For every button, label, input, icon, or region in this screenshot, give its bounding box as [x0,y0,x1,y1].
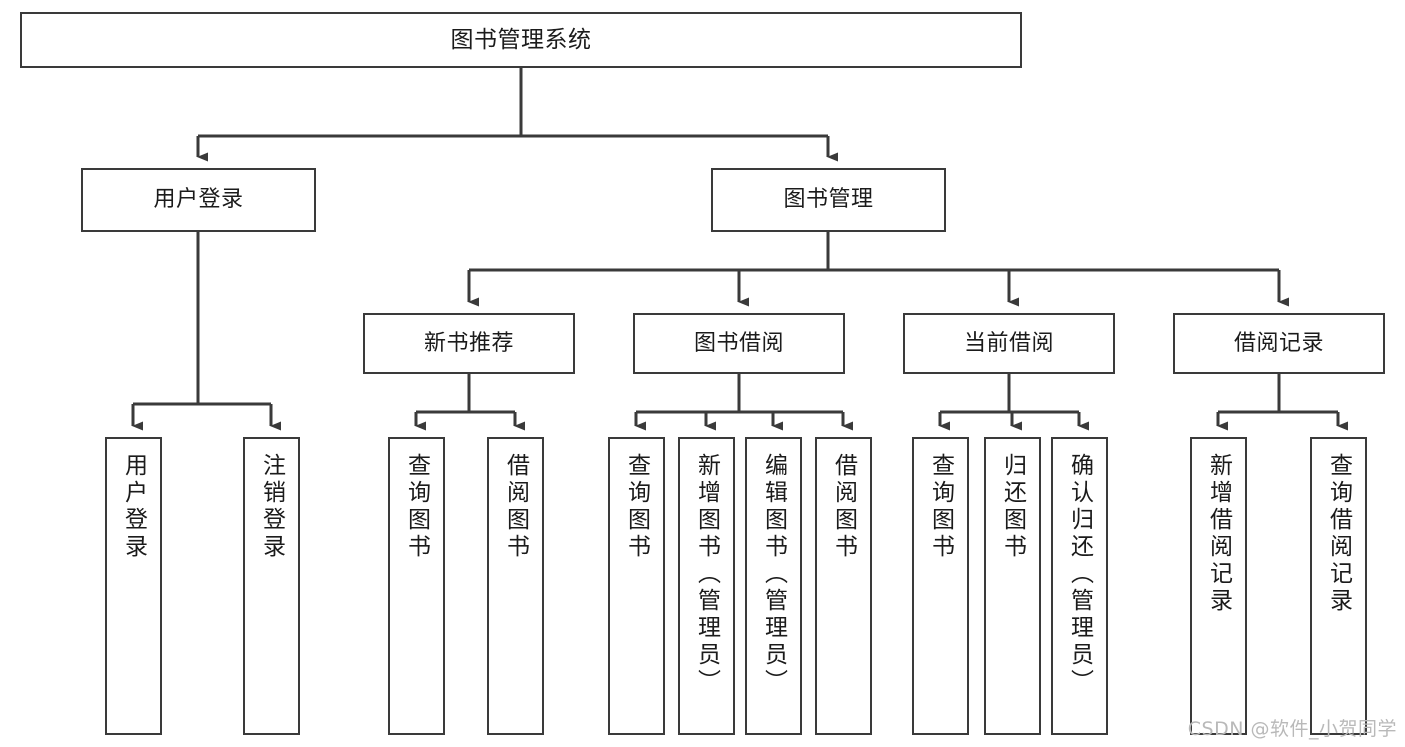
node-leaf-add-book[interactable]: 新增图书（管理员） [678,437,735,735]
node-label: 确认归还（管理员） [1066,453,1093,696]
node-borrow-record[interactable]: 借阅记录 [1173,313,1385,374]
node-leaf-borrow-book-bb[interactable]: 借阅图书 [815,437,872,735]
node-leaf-edit-book[interactable]: 编辑图书（管理员） [745,437,802,735]
node-leaf-query-book-rec[interactable]: 查询图书 [388,437,445,735]
node-label: 新书推荐 [423,330,514,356]
node-leaf-user-logout[interactable]: 注销登录 [243,437,300,735]
node-label: 借阅记录 [1233,330,1324,356]
node-label: 图书管理系统 [450,27,592,53]
node-current-borrow[interactable]: 当前借阅 [903,313,1115,374]
node-book-manage[interactable]: 图书管理 [711,168,946,232]
node-label: 当前借阅 [963,330,1054,356]
node-root[interactable]: 图书管理系统 [20,12,1022,68]
node-label: 注销登录 [258,453,285,561]
node-leaf-borrow-book-rec[interactable]: 借阅图书 [487,437,544,735]
node-label: 编辑图书（管理员） [760,453,787,696]
node-leaf-confirm-return[interactable]: 确认归还（管理员） [1051,437,1108,735]
node-leaf-user-login[interactable]: 用户登录 [105,437,162,735]
node-label: 新增借阅记录 [1205,453,1232,615]
node-label: 新增图书（管理员） [693,453,720,696]
node-leaf-query-book-cb[interactable]: 查询图书 [912,437,969,735]
node-label: 图书借阅 [693,330,784,356]
node-label: 查询图书 [403,453,430,561]
node-label: 用户登录 [153,187,244,212]
node-label: 查询图书 [623,453,650,561]
node-leaf-query-record[interactable]: 查询借阅记录 [1310,437,1367,735]
csdn-watermark: CSDN @软件_小贺同学 [1187,718,1397,740]
node-label: 图书管理 [783,187,874,212]
node-label: 借阅图书 [830,453,857,561]
node-new-book-rec[interactable]: 新书推荐 [363,313,575,374]
node-user-login[interactable]: 用户登录 [81,168,316,232]
node-leaf-query-book-bb[interactable]: 查询图书 [608,437,665,735]
node-book-borrow[interactable]: 图书借阅 [633,313,845,374]
node-label: 归还图书 [999,453,1026,561]
node-label: 查询图书 [927,453,954,561]
node-leaf-add-record[interactable]: 新增借阅记录 [1190,437,1247,735]
node-label: 查询借阅记录 [1325,453,1352,615]
node-label: 用户登录 [120,453,147,561]
node-leaf-return-book[interactable]: 归还图书 [984,437,1041,735]
node-label: 借阅图书 [502,453,529,561]
